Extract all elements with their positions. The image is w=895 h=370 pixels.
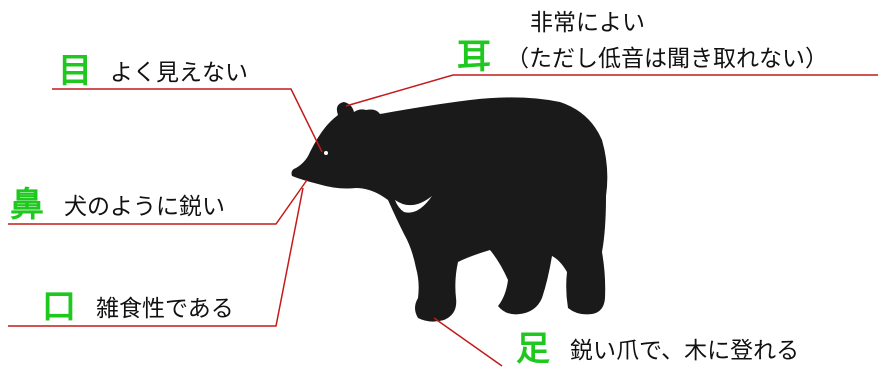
eye-label: 目 よく見えない [58,51,248,91]
mouth-label: 口 雑食性である [42,287,234,327]
ear-leader-line [345,74,878,107]
nose-label: 鼻 犬のように鋭い [10,185,225,225]
foot-leader-line [433,317,503,367]
ear-kanji: 耳 [457,37,491,77]
foot-description: 鋭い爪で、木に登れる [570,338,799,364]
nose-kanji: 鼻 [10,185,44,225]
eye-kanji: 目 [58,51,92,91]
mouth-leader-line [8,187,304,327]
bear-eye [324,151,328,155]
leader-lines [8,74,878,367]
nose-description: 犬のように鋭い [64,194,225,220]
foot-kanji: 足 [516,329,550,369]
foot-label: 足 鋭い爪で、木に登れる [516,329,799,369]
mouth-description: 雑食性である [96,296,234,322]
ear-label: 耳 非常によい （ただし低音は聞き取れない） [457,10,828,77]
mouth-kanji: 口 [42,287,76,327]
ear-description-line1: 非常によい [530,10,645,36]
nose-leader-line [8,179,308,225]
bear-body [291,97,608,322]
eye-leader-line [52,88,323,153]
eye-description: よく見えない [110,60,248,86]
bear-chest-crescent [395,196,432,213]
bear-silhouette [291,97,608,322]
ear-description-line2: （ただし低音は聞き取れない） [506,46,828,72]
